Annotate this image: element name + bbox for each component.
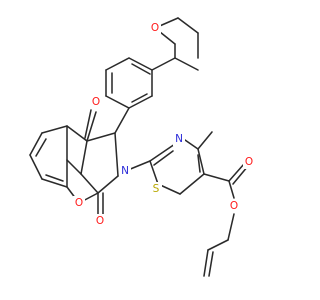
bond (177, 17, 199, 34)
bond (66, 125, 88, 142)
bond (86, 132, 116, 142)
bond (149, 143, 176, 162)
o-ketone-bottom-atom: O (94, 214, 106, 228)
bond (35, 138, 47, 157)
bond (228, 180, 235, 199)
bond (105, 95, 130, 109)
molecule-structure: O O O O N N S O (29, 17, 255, 277)
o-ether-label: O (151, 22, 159, 34)
bond (128, 57, 153, 71)
bond (228, 163, 245, 182)
n-thiazole-atom: N (173, 132, 185, 146)
bond (29, 154, 43, 180)
bond (149, 160, 159, 185)
atom-labels: O O O O N N S O (73, 21, 255, 228)
o-ring-label: O (75, 197, 83, 209)
bond (105, 57, 130, 71)
s-thiazole-atom: S (150, 182, 162, 196)
n-pyrrole-atom: N (119, 164, 131, 178)
bond (41, 178, 68, 188)
bond (80, 140, 88, 175)
bond (127, 160, 151, 171)
bond (128, 95, 153, 109)
bond (131, 63, 151, 75)
o-ketone-top-atom: O (90, 95, 102, 109)
bond (86, 111, 97, 142)
bond (197, 131, 213, 150)
bond (66, 159, 82, 175)
o-ester-carbonyl-atom: O (243, 155, 255, 169)
o-ester-atom: O (228, 199, 240, 213)
bond (151, 57, 176, 71)
bond (203, 249, 209, 277)
bond (29, 132, 43, 156)
o-ketone-top-label: O (92, 96, 100, 108)
bond (184, 139, 199, 150)
molecule-diagram: O O O O N N S O (29, 17, 255, 277)
bond (179, 173, 205, 195)
bond (153, 150, 174, 166)
bond (207, 239, 229, 251)
o-ketone-bottom-label: O (96, 215, 104, 227)
o-ring-atom: O (73, 196, 85, 210)
bond (197, 148, 205, 175)
n-pyrrole-label: N (121, 165, 129, 177)
bond (203, 173, 230, 182)
bond (84, 109, 92, 139)
o-ester-carbonyl-label: O (245, 156, 253, 168)
bonds (29, 17, 249, 277)
bond (97, 175, 119, 194)
bond (208, 251, 214, 277)
o-ester-label: O (230, 200, 238, 212)
bond (80, 173, 99, 194)
bond (227, 213, 235, 241)
s-thiazole-label: S (153, 183, 160, 195)
bond (114, 132, 119, 177)
bond (45, 174, 64, 182)
bond (131, 93, 148, 103)
bond (114, 107, 130, 134)
bond (174, 57, 199, 71)
o-ether-atom: O (149, 21, 161, 35)
n-thiazole-label: N (175, 133, 183, 145)
bond (197, 154, 201, 173)
bond (41, 125, 68, 134)
